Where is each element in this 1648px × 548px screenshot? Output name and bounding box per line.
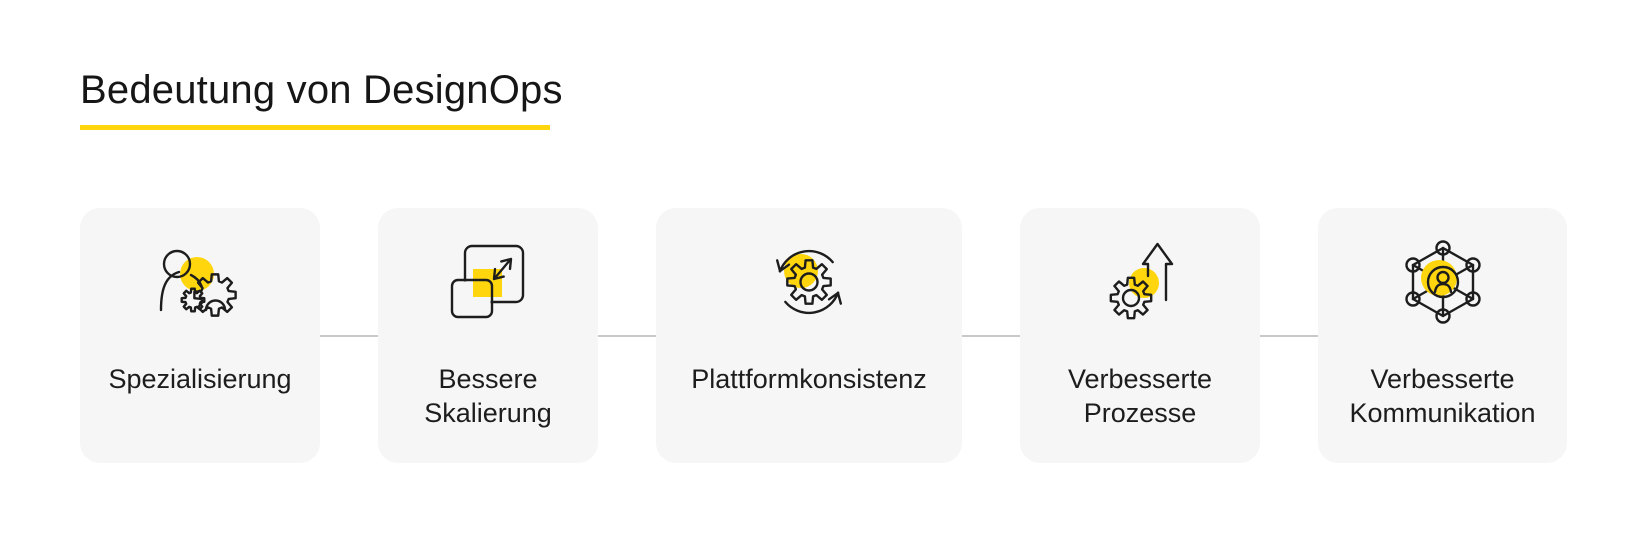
title-underline — [80, 125, 550, 130]
gear-arrow-up-icon — [1095, 238, 1185, 328]
card-label: Verbesserte Prozesse — [1067, 364, 1213, 428]
page-title: Bedeutung von DesignOps — [80, 68, 563, 112]
network-person-icon — [1398, 238, 1488, 328]
scale-squares-icon — [443, 238, 533, 328]
card-label: Plattformkonsistenz — [691, 364, 927, 394]
card-bessere-skalierung: Bessere Skalierung — [378, 208, 598, 463]
gear-sync-icon — [764, 238, 854, 328]
connector-line — [598, 334, 656, 337]
person-gears-icon — [155, 238, 245, 328]
card-label: Spezialisierung — [108, 364, 292, 394]
card-label: Verbesserte Kommunikation — [1349, 364, 1536, 428]
header: Bedeutung von DesignOps — [80, 68, 563, 130]
benefit-cards-row: Spezialisierung Bessere Skalierung — [80, 208, 1567, 463]
connector-line — [962, 334, 1020, 337]
card-spezialisierung: Spezialisierung — [80, 208, 320, 463]
connector-line — [1260, 334, 1318, 337]
card-verbesserte-kommunikation: Verbesserte Kommunikation — [1318, 208, 1567, 463]
connector-line — [320, 334, 378, 337]
card-verbesserte-prozesse: Verbesserte Prozesse — [1020, 208, 1260, 463]
card-label: Bessere Skalierung — [424, 364, 552, 428]
card-plattformkonsistenz: Plattformkonsistenz — [656, 208, 962, 463]
